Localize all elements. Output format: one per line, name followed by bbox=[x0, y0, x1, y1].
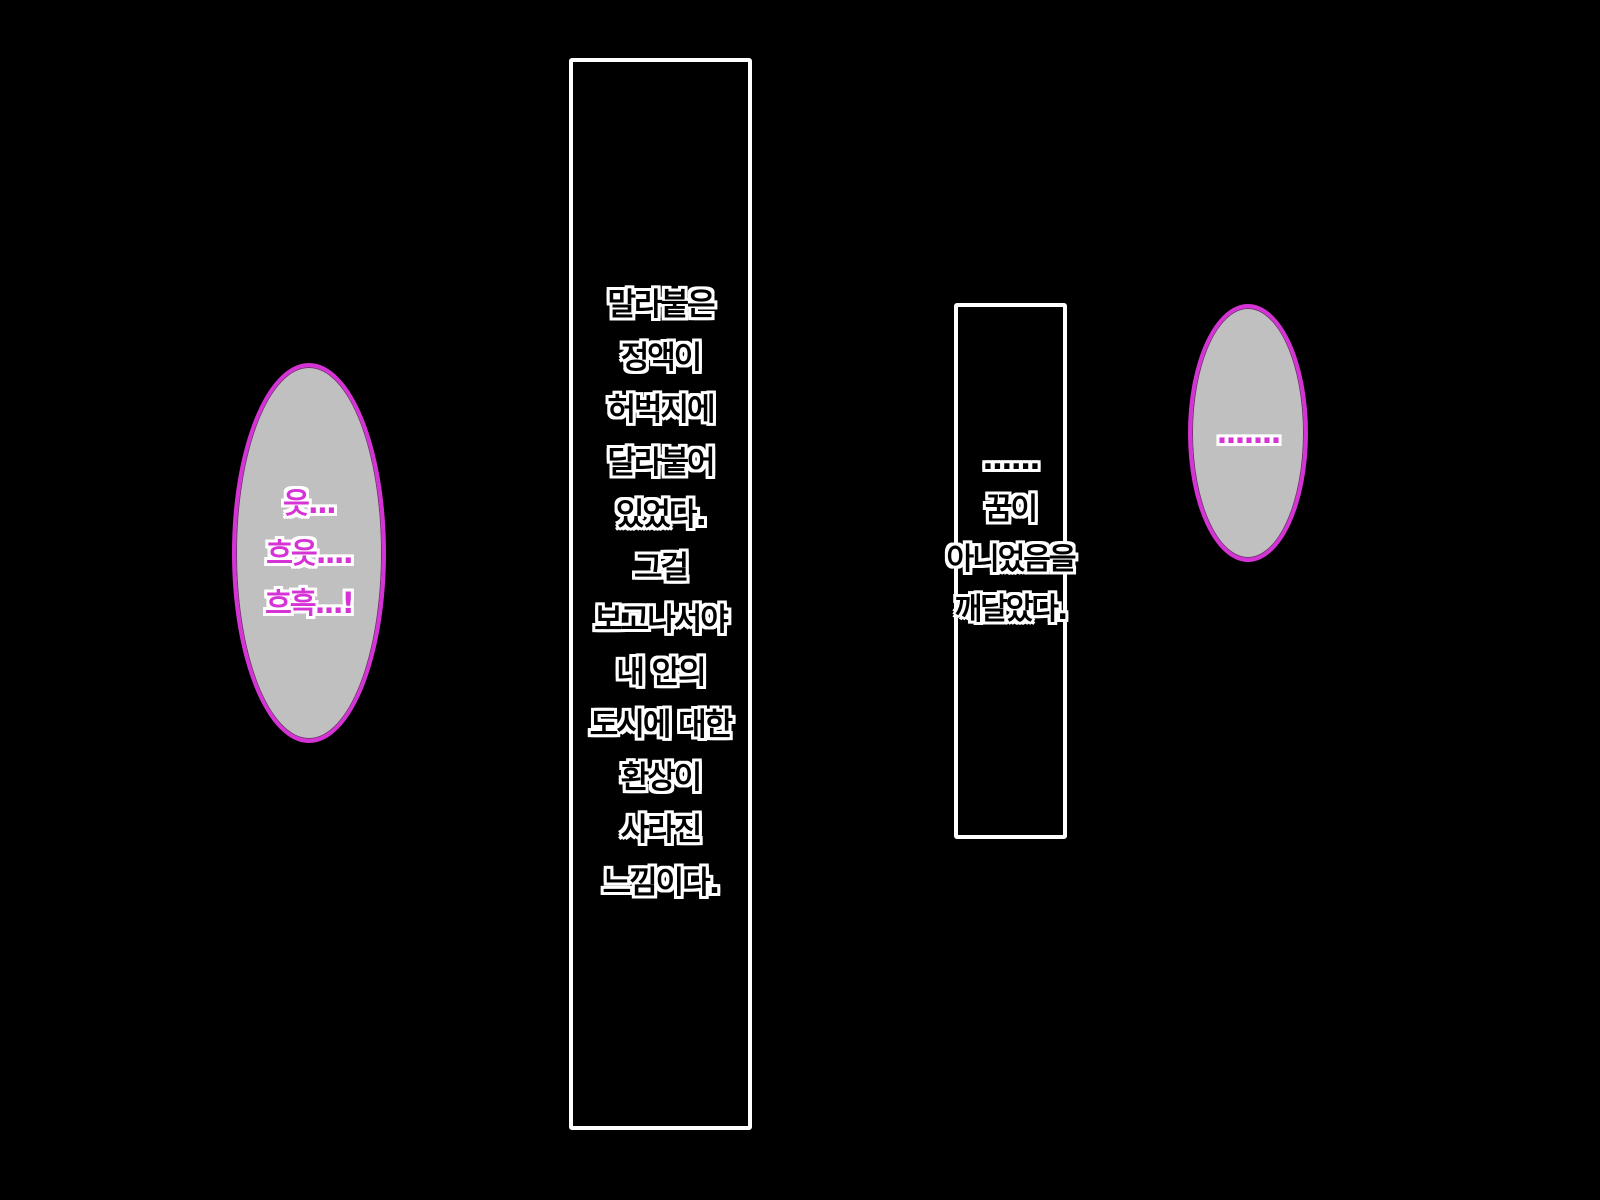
narration-line: 정액이 bbox=[620, 339, 703, 376]
narration-line: 그걸 bbox=[633, 549, 689, 586]
narration-line: 아니었음을 bbox=[946, 542, 1077, 577]
narration-line: 깨달았다. bbox=[954, 592, 1069, 627]
narration-line: 말라붙은 bbox=[607, 287, 715, 323]
speech-bubble-left: 읏... 흐읏.... 흐흑...! bbox=[232, 363, 386, 743]
narration-line: 환상이 bbox=[620, 759, 703, 796]
narration-line: 느낌이다. bbox=[602, 864, 721, 901]
narration-box-right: ...... 꿈이 아니었음을 깨달았다. bbox=[947, 303, 1077, 839]
speech-line: ....... bbox=[1216, 416, 1281, 450]
narration-line: 사라진 bbox=[620, 812, 703, 848]
narration-line: 내 안의 bbox=[616, 654, 706, 691]
speech-line: 읏... bbox=[283, 486, 337, 520]
narration-line: 허벅지에 bbox=[607, 392, 715, 428]
speech-line: 흐읏.... bbox=[266, 536, 353, 570]
narration-line: 보고나서야 bbox=[594, 602, 729, 638]
speech-bubble-right: ....... bbox=[1188, 304, 1308, 562]
speech-line: 흐흑...! bbox=[265, 586, 355, 620]
narration-line: 있었다. bbox=[615, 497, 707, 533]
narration-line: 꿈이 bbox=[984, 492, 1038, 527]
narration-line: 도시에 대한 bbox=[589, 707, 733, 743]
narration-box-center: 말라붙은 정액이 허벅지에 달라붙어 있었다. 그걸 보고나서야 내 안의 도시… bbox=[569, 58, 752, 1130]
narration-line: ...... bbox=[982, 442, 1040, 477]
narration-line: 달라붙어 bbox=[607, 444, 715, 481]
